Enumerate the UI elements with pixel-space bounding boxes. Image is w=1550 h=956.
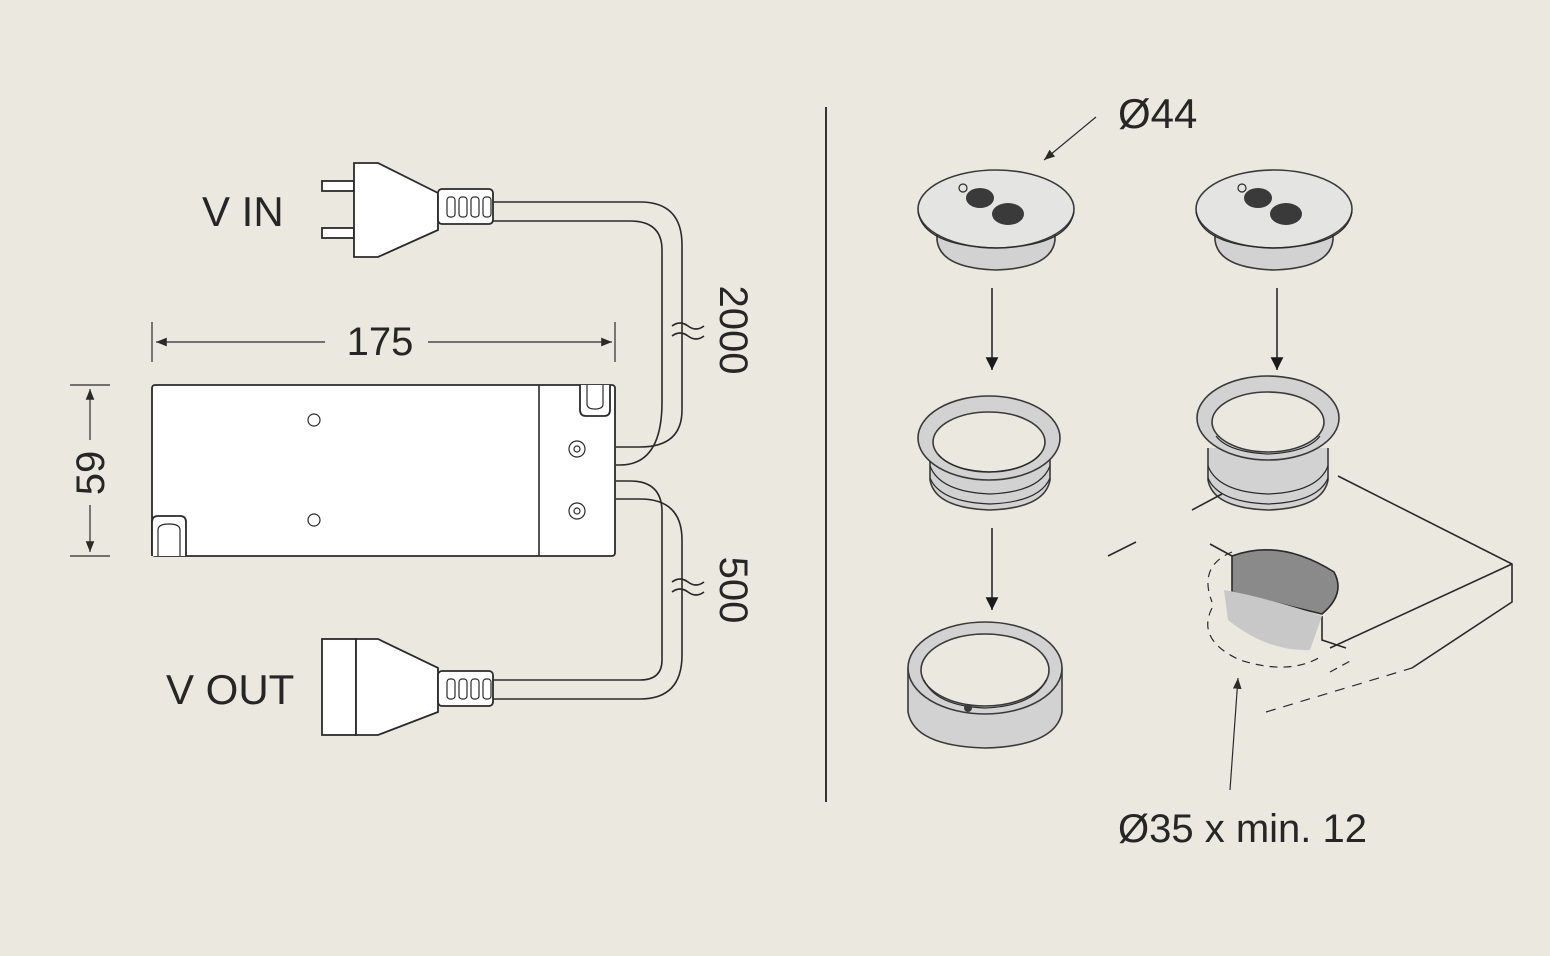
surface-ring: [907, 621, 1063, 749]
switch-cap-a: [917, 169, 1075, 271]
output-connector: [321, 638, 494, 736]
hole-arrow: [1229, 677, 1242, 791]
driver-housing: [151, 384, 616, 557]
input-cable: [493, 201, 705, 466]
height-label: 59: [69, 451, 113, 496]
cap-diameter-arrow: [1043, 116, 1097, 161]
worktop-panel: [1107, 475, 1513, 713]
cap-diameter-label: Ø44: [1118, 90, 1197, 137]
height-dimension: 59: [69, 384, 113, 557]
power-plug: [321, 162, 494, 258]
cable-out-length: 500: [711, 557, 755, 624]
mounting-ring-a: [917, 395, 1061, 511]
hole-dimension-label: Ø35 x min. 12: [1118, 807, 1367, 851]
v-out-label: V OUT: [166, 666, 294, 713]
v-in-label: V IN: [202, 188, 284, 235]
output-cable: [493, 480, 705, 700]
cable-in-length: 2000: [711, 286, 755, 375]
mounting-ring-b: [1196, 375, 1340, 511]
switch-cap-b: [1195, 169, 1353, 271]
driver-unit: 175 59: [69, 162, 755, 736]
width-dimension: 175: [151, 320, 616, 364]
width-label: 175: [347, 320, 414, 364]
